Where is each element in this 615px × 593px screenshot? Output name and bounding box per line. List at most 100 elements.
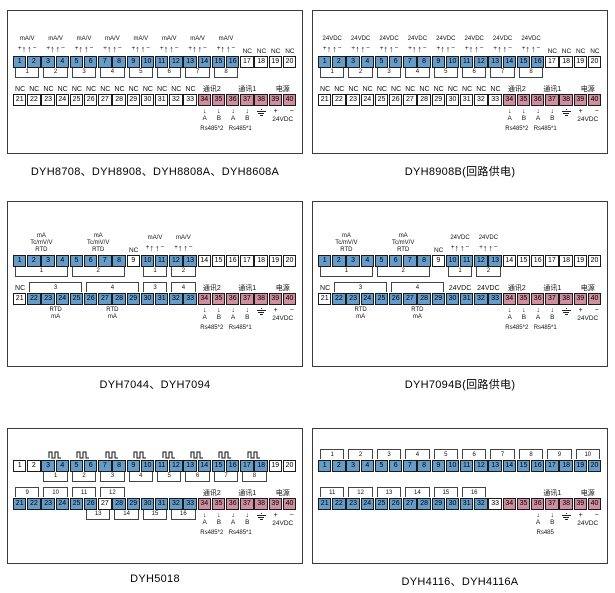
channel-marker: 13 — [376, 487, 402, 497]
rs485-port-label: Rs485*2 — [200, 126, 224, 132]
terminal-11: 11 — [155, 56, 169, 68]
terminal-35: 35 — [516, 293, 531, 305]
terminal-34: 34 — [197, 94, 211, 106]
terminal-6: 6 — [389, 460, 403, 472]
terminal-1: 1 — [318, 56, 332, 68]
text-label: 通讯1 — [543, 86, 562, 93]
rs485-wire-label: ↓B — [550, 108, 555, 122]
terminal-29: 29 — [431, 94, 445, 106]
terminal-34: 34 — [502, 293, 516, 305]
pulse-input-icon — [212, 450, 240, 459]
terminal-10: 10 — [445, 460, 460, 472]
terminal-8: 8 — [112, 56, 126, 68]
terminal-12: 12 — [169, 56, 183, 68]
terminal-14: 14 — [197, 460, 211, 472]
terminal-15: 15 — [516, 255, 531, 267]
rs485-port-label: Rs485*1 — [228, 325, 252, 331]
terminal-5: 5 — [374, 460, 389, 472]
annotation-band — [318, 472, 602, 484]
text-label: NC — [433, 247, 444, 254]
terminal-3: 3 — [346, 255, 360, 267]
channel-marker: 4 — [391, 282, 444, 292]
terminal-25: 25 — [374, 498, 389, 510]
channel-marker: 6 — [185, 472, 210, 482]
terminal-23: 23 — [41, 94, 55, 106]
terminal-26: 26 — [389, 94, 403, 106]
terminal-20: 20 — [587, 56, 602, 68]
rs485-wire-label: ↓B — [245, 512, 250, 526]
terminal-8: 8 — [112, 255, 126, 267]
terminal-31: 31 — [155, 94, 169, 106]
ground-icon — [254, 512, 268, 521]
text-label: NC — [242, 48, 252, 55]
terminal-23: 23 — [41, 498, 55, 510]
channel-marker: 3 — [376, 449, 402, 459]
terminal-7: 7 — [98, 460, 112, 472]
channel-marker: 5 — [433, 449, 458, 459]
terminal-32: 32 — [474, 94, 488, 106]
terminal-22: 22 — [332, 498, 346, 510]
terminal-33: 33 — [183, 498, 197, 510]
text-label: NC — [171, 86, 182, 93]
terminal-30: 30 — [140, 498, 155, 510]
terminal-33: 33 — [488, 498, 502, 510]
channel-marker: 14 — [405, 487, 430, 497]
terminal-2: 2 — [27, 56, 41, 68]
terminal-33: 33 — [488, 94, 502, 106]
terminal-29: 29 — [431, 293, 445, 305]
terminal-3: 3 — [41, 255, 55, 267]
channel-marker: 16 — [171, 510, 196, 520]
channel-marker: 3 — [334, 282, 387, 292]
terminal-35: 35 — [516, 498, 531, 510]
terminal-9: 9 — [126, 56, 140, 68]
terminal-34: 34 — [502, 498, 516, 510]
terminal-27: 27 — [403, 94, 417, 106]
terminal-23: 23 — [346, 498, 360, 510]
terminal-30: 30 — [445, 94, 460, 106]
terminal-14: 14 — [502, 56, 516, 68]
terminal-40: 40 — [282, 94, 297, 106]
terminal-27: 27 — [98, 293, 112, 305]
terminal-4: 4 — [55, 255, 69, 267]
panel-caption: DYH8908B(回路供电) — [404, 166, 516, 178]
terminal-9: 9 — [431, 460, 445, 472]
terminal-8: 8 — [417, 460, 431, 472]
terminal-2: 2 — [27, 255, 41, 267]
terminal-3: 3 — [346, 56, 360, 68]
channel-marker: 2 — [476, 267, 501, 277]
channel-marker: 3 — [100, 472, 125, 482]
terminal-14: 14 — [197, 56, 211, 68]
panel-dyh8708-group: mA/V+↑↑−mA/V+↑↑−mA/V+↑↑−mA/V+↑↑−mA/V+↑↑−… — [7, 10, 303, 154]
text-label: NC — [128, 247, 139, 254]
terminal-38: 38 — [254, 293, 268, 305]
terminal-21: 21 — [318, 94, 332, 106]
text-label: NC — [490, 86, 501, 93]
rs485-port-label: Rs485*1 — [533, 325, 557, 331]
channel-marker: 5 — [433, 68, 458, 78]
text-label: 通讯1 — [238, 490, 257, 497]
pulse-input-icon — [240, 450, 268, 459]
terminal-2: 2 — [332, 56, 346, 68]
terminal-31: 31 — [155, 293, 169, 305]
panel-caption: DYH4116、DYH4116A — [401, 576, 519, 588]
terminal-37: 37 — [240, 94, 254, 106]
power-supply-label: + −24VDC — [272, 108, 299, 123]
terminal-11: 11 — [460, 460, 474, 472]
text-label: NC — [29, 86, 40, 93]
terminal-21: 21 — [13, 498, 27, 510]
annotation-band: mA/V+↑↑−mA/V+↑↑−mA/V+↑↑−mA/V+↑↑−mA/V+↑↑−… — [13, 16, 297, 56]
